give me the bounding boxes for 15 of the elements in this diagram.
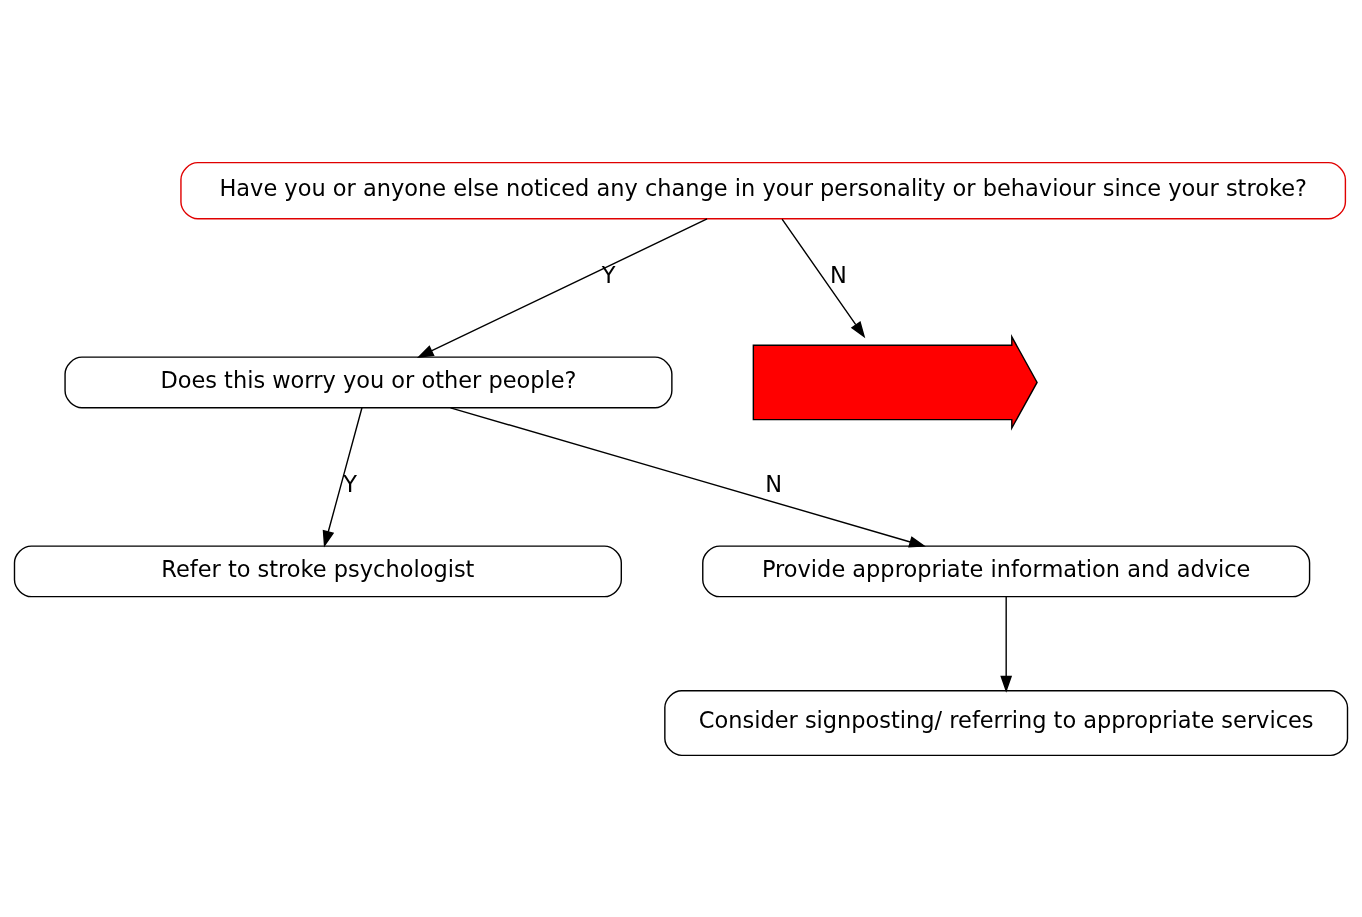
edge-label: N — [765, 470, 783, 497]
arrow — [322, 406, 363, 548]
edge-label: Y — [601, 261, 616, 288]
node-arrow — [752, 333, 1038, 431]
edge-label: N — [829, 261, 847, 288]
arrow — [781, 218, 866, 338]
arrow — [416, 217, 708, 358]
arrow — [1000, 595, 1013, 693]
node-box: Consider signposting/ referring to appropriate services — [664, 689, 1349, 756]
arrow — [449, 406, 926, 547]
edge-label: Y — [343, 470, 358, 497]
node-box: Refer to stroke psychologist — [13, 544, 622, 597]
node-box: Have you or anyone else noticed any change in your personality or behaviour since your stroke? — [180, 161, 1347, 219]
node-box: Provide appropriate information and advice — [702, 544, 1311, 597]
node-box: Does this worry you or other people? — [64, 355, 673, 408]
